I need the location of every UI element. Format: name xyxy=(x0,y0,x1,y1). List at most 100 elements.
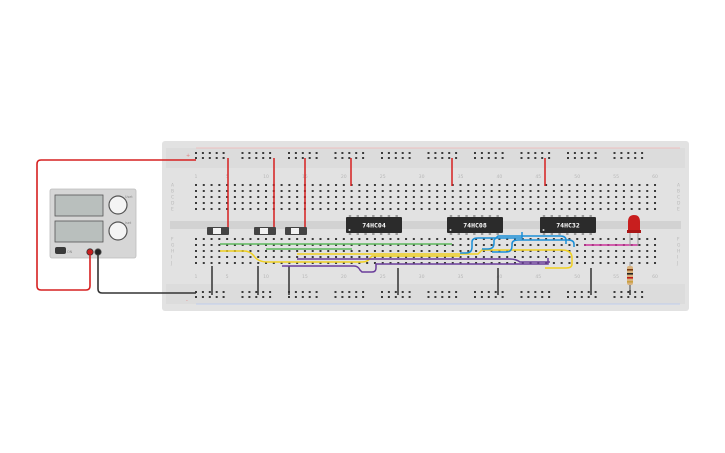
hole[interactable] xyxy=(568,196,571,198)
hole[interactable] xyxy=(482,190,485,192)
hole[interactable] xyxy=(257,262,260,264)
hole[interactable] xyxy=(475,202,478,204)
hole[interactable] xyxy=(545,202,548,204)
hole[interactable] xyxy=(537,256,540,258)
rail-hole[interactable] xyxy=(348,157,351,159)
hole[interactable] xyxy=(646,238,649,240)
hole[interactable] xyxy=(459,256,462,258)
rail-hole[interactable] xyxy=(301,157,304,159)
hole[interactable] xyxy=(545,262,548,264)
hole[interactable] xyxy=(405,202,408,204)
hole[interactable] xyxy=(490,238,493,240)
rail-hole[interactable] xyxy=(334,152,337,154)
hole[interactable] xyxy=(467,208,470,210)
hole[interactable] xyxy=(350,190,353,192)
hole[interactable] xyxy=(210,250,213,252)
rail-hole[interactable] xyxy=(634,152,637,154)
hole[interactable] xyxy=(560,190,563,192)
hole[interactable] xyxy=(622,202,625,204)
rail-hole[interactable] xyxy=(634,296,637,298)
hole[interactable] xyxy=(607,208,610,210)
hole[interactable] xyxy=(218,184,221,186)
hole[interactable] xyxy=(226,190,229,192)
chip-74hc08[interactable]: 74HC08 xyxy=(447,215,503,235)
hole[interactable] xyxy=(443,190,446,192)
hole[interactable] xyxy=(482,238,485,240)
rail-hole[interactable] xyxy=(455,296,458,298)
rail-hole[interactable] xyxy=(355,152,358,154)
hole[interactable] xyxy=(607,256,610,258)
hole[interactable] xyxy=(599,250,602,252)
hole[interactable] xyxy=(576,262,579,264)
hole[interactable] xyxy=(475,196,478,198)
hole[interactable] xyxy=(241,262,244,264)
rail-hole[interactable] xyxy=(641,291,644,293)
hole[interactable] xyxy=(389,190,392,192)
slide-switch-b[interactable] xyxy=(254,227,276,235)
hole[interactable] xyxy=(475,208,478,210)
hole[interactable] xyxy=(381,244,384,246)
hole[interactable] xyxy=(257,202,260,204)
hole[interactable] xyxy=(552,184,555,186)
hole[interactable] xyxy=(342,244,345,246)
rail-hole[interactable] xyxy=(548,291,551,293)
hole[interactable] xyxy=(529,190,532,192)
hole[interactable] xyxy=(451,262,454,264)
hole[interactable] xyxy=(584,250,586,252)
hole[interactable] xyxy=(521,256,524,258)
hole[interactable] xyxy=(513,244,516,246)
hole[interactable] xyxy=(646,244,649,246)
hole[interactable] xyxy=(436,196,439,198)
hole[interactable] xyxy=(218,202,221,204)
hole[interactable] xyxy=(296,238,299,240)
rail-hole[interactable] xyxy=(301,296,304,298)
hole[interactable] xyxy=(498,202,501,204)
hole[interactable] xyxy=(436,208,439,210)
hole[interactable] xyxy=(226,256,229,258)
rail-hole[interactable] xyxy=(501,296,504,298)
rail-hole[interactable] xyxy=(587,157,590,159)
hole[interactable] xyxy=(490,202,493,204)
rail-hole[interactable] xyxy=(580,291,583,293)
hole[interactable] xyxy=(521,244,524,246)
hole[interactable] xyxy=(210,256,213,258)
hole[interactable] xyxy=(366,202,369,204)
hole[interactable] xyxy=(599,238,602,240)
hole[interactable] xyxy=(654,184,657,186)
rail-hole[interactable] xyxy=(434,296,437,298)
hole[interactable] xyxy=(506,262,509,264)
hole[interactable] xyxy=(545,184,548,186)
rail-hole[interactable] xyxy=(341,157,344,159)
rail-hole[interactable] xyxy=(541,152,544,154)
hole[interactable] xyxy=(420,208,423,210)
hole[interactable] xyxy=(381,196,384,198)
hole[interactable] xyxy=(498,238,501,240)
hole[interactable] xyxy=(350,256,353,258)
hole[interactable] xyxy=(584,184,586,186)
hole[interactable] xyxy=(622,184,625,186)
hole[interactable] xyxy=(584,262,586,264)
rail-hole[interactable] xyxy=(348,296,351,298)
hole[interactable] xyxy=(490,208,493,210)
hole[interactable] xyxy=(513,190,516,192)
rail-hole[interactable] xyxy=(348,291,351,293)
rail-hole[interactable] xyxy=(634,291,637,293)
hole[interactable] xyxy=(537,184,540,186)
hole[interactable] xyxy=(428,256,431,258)
hole[interactable] xyxy=(311,250,314,252)
hole[interactable] xyxy=(412,208,415,210)
hole[interactable] xyxy=(280,238,283,240)
rail-hole[interactable] xyxy=(534,152,537,154)
hole[interactable] xyxy=(381,250,384,252)
hole[interactable] xyxy=(381,262,384,264)
hole[interactable] xyxy=(560,250,563,252)
hole[interactable] xyxy=(459,262,462,264)
rail-hole[interactable] xyxy=(567,152,569,154)
hole[interactable] xyxy=(490,190,493,192)
hole[interactable] xyxy=(288,244,291,246)
hole[interactable] xyxy=(529,256,532,258)
hole[interactable] xyxy=(506,238,509,240)
hole[interactable] xyxy=(389,244,392,246)
rail-hole[interactable] xyxy=(641,157,644,159)
hole[interactable] xyxy=(552,208,555,210)
